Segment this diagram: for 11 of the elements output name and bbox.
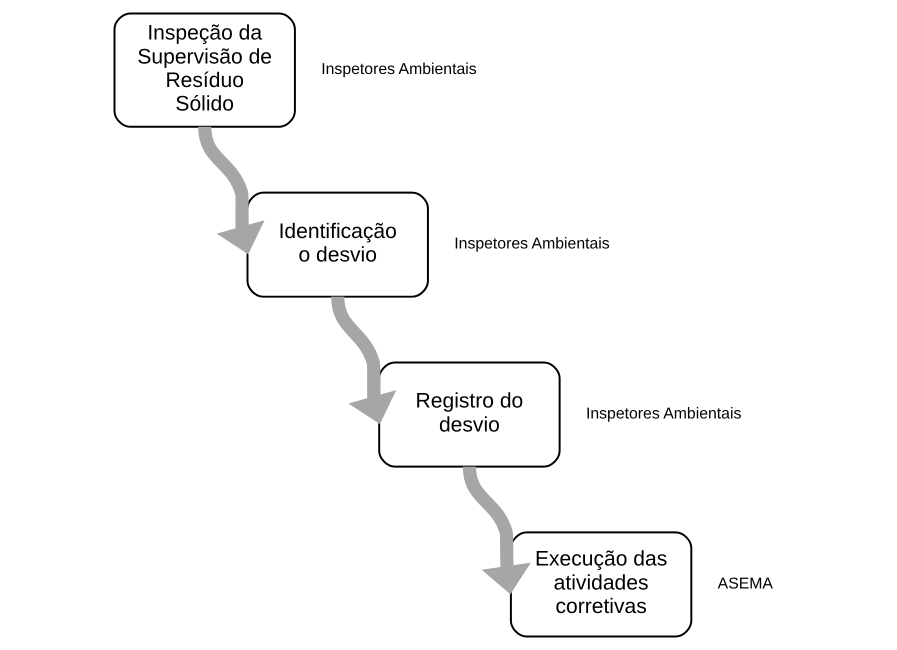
node-box: Identificação o desvio — [246, 192, 428, 298]
node-label: Inspetores Ambientais — [454, 236, 610, 253]
arrow — [462, 466, 530, 594]
node-label: Inspetores Ambientais — [320, 61, 476, 78]
node-label: Inspetores Ambientais — [585, 406, 741, 423]
node-box: Inspeção da Supervisão de Resíduo Sólido — [113, 12, 296, 128]
arrow — [330, 296, 396, 424]
arrow — [198, 126, 264, 254]
node-box: Registro do desvio — [378, 362, 560, 468]
node-box: Execução das atividades corretivas — [509, 531, 692, 638]
node-label: ASEMA — [717, 576, 772, 593]
